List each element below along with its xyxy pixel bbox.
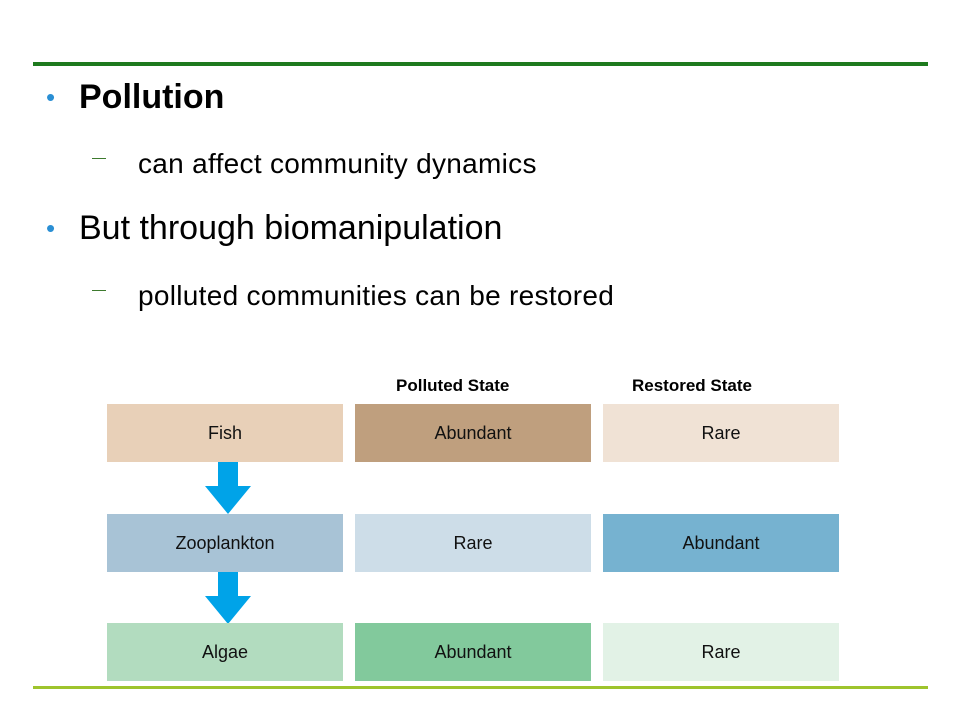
cell-fish-label: Fish [107,404,343,462]
arrow-down-icon [205,572,251,624]
cell-fish-polluted: Abundant [355,404,591,462]
sub-bullet-text: can affect community dynamics [138,148,537,179]
cell-algae-restored: Rare [603,623,839,681]
dash-icon [92,158,106,159]
cell-zooplankton-polluted: Rare [355,514,591,572]
bullet-text: Pollution [79,78,225,116]
arrow-down-icon [205,462,251,514]
header-restored-state: Restored State [632,376,752,395]
bullet-text: But through biomanipulation [79,209,503,247]
bullet-dot-icon: • [46,82,56,112]
title-rule [33,62,928,66]
dash-icon [92,290,106,291]
bullet-dot-icon: • [46,213,56,243]
cell-zooplankton-restored: Abundant [603,514,839,572]
sub-bullet-text: polluted communities can be restored [138,280,615,311]
cell-algae-label: Algae [107,623,343,681]
cell-fish-restored: Rare [603,404,839,462]
cell-algae-polluted: Abundant [355,623,591,681]
header-polluted-state: Polluted State [396,376,510,395]
cell-zooplankton-label: Zooplankton [107,514,343,572]
footer-rule [33,686,928,689]
